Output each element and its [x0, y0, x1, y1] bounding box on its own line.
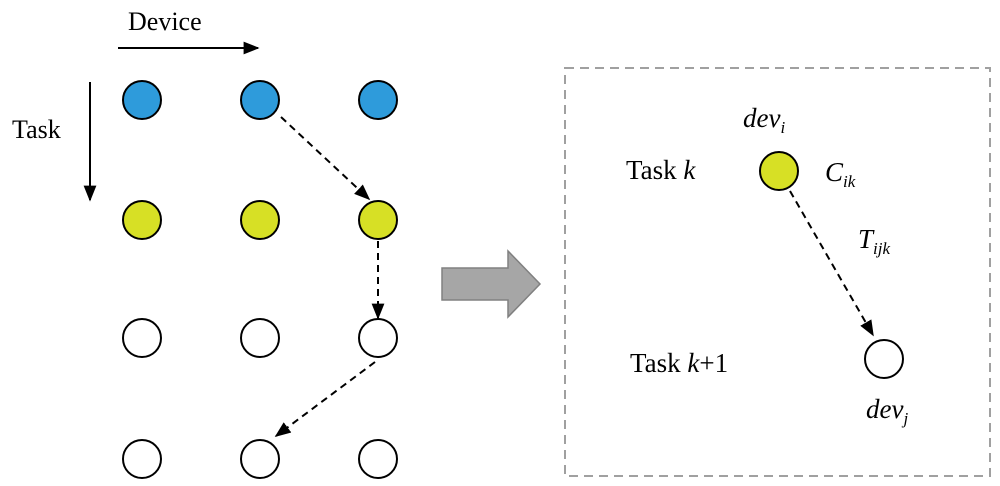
dev-i-label: devi — [743, 103, 785, 137]
grid-node-r2-c1 — [122, 200, 162, 240]
dev-j-label: devj — [866, 394, 908, 428]
path-arrow-3 — [274, 361, 376, 437]
detail-node-dev-i — [759, 151, 799, 191]
grid-node-r3-c1 — [122, 318, 162, 358]
grid-node-r4-c3 — [358, 439, 398, 479]
transfer-label: Tijk — [858, 224, 890, 258]
grid-node-r1-c1 — [122, 80, 162, 120]
grid-node-r3-c2 — [240, 318, 280, 358]
device-axis-label: Device — [128, 7, 202, 36]
grid-node-r1-c3 — [358, 80, 398, 120]
node-grid — [122, 80, 398, 479]
grid-node-r1-c2 — [240, 80, 280, 120]
expand-arrow — [441, 249, 542, 319]
grid-node-r2-c2 — [240, 200, 280, 240]
grid-node-r4-c2 — [240, 439, 280, 479]
grid-node-r2-c3 — [358, 200, 398, 240]
task-axis-label: Task — [12, 115, 61, 144]
task-k1-label: Task k+1 — [630, 348, 728, 378]
detail-frame — [564, 67, 991, 477]
cost-label: Cik — [825, 157, 856, 191]
task-k-label: Task k — [626, 155, 696, 185]
detail-transfer-arrow — [789, 190, 874, 337]
grid-node-r3-c3 — [358, 318, 398, 358]
path-arrow-1 — [280, 116, 371, 201]
grid-node-r4-c1 — [122, 439, 162, 479]
detail-node-dev-j — [864, 339, 904, 379]
